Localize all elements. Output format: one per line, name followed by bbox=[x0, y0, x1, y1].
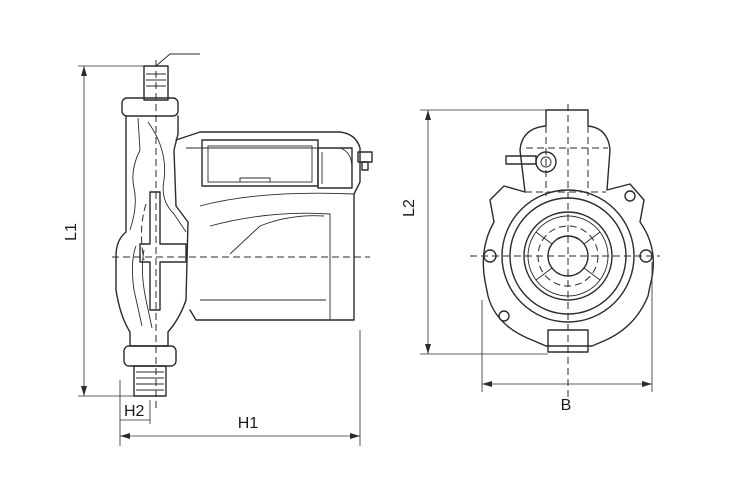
volute-housing bbox=[115, 115, 189, 347]
side-dimensions bbox=[78, 65, 361, 446]
label-l1: L1 bbox=[63, 223, 80, 241]
side-view bbox=[112, 53, 373, 410]
label-l2: L2 bbox=[401, 199, 418, 217]
impeller bbox=[139, 191, 187, 311]
top-outlet bbox=[121, 53, 200, 117]
front-housing-outline bbox=[482, 109, 655, 347]
bottom-inlet bbox=[123, 345, 177, 397]
motor-casing bbox=[175, 131, 361, 321]
terminal-box bbox=[201, 139, 353, 189]
side-knob bbox=[357, 151, 373, 171]
label-h2: H2 bbox=[124, 403, 145, 420]
front-dimensions bbox=[420, 109, 653, 392]
label-b: B bbox=[561, 397, 572, 414]
front-view bbox=[470, 104, 660, 400]
label-h1: H1 bbox=[238, 415, 259, 432]
front-nozzle bbox=[505, 151, 557, 173]
